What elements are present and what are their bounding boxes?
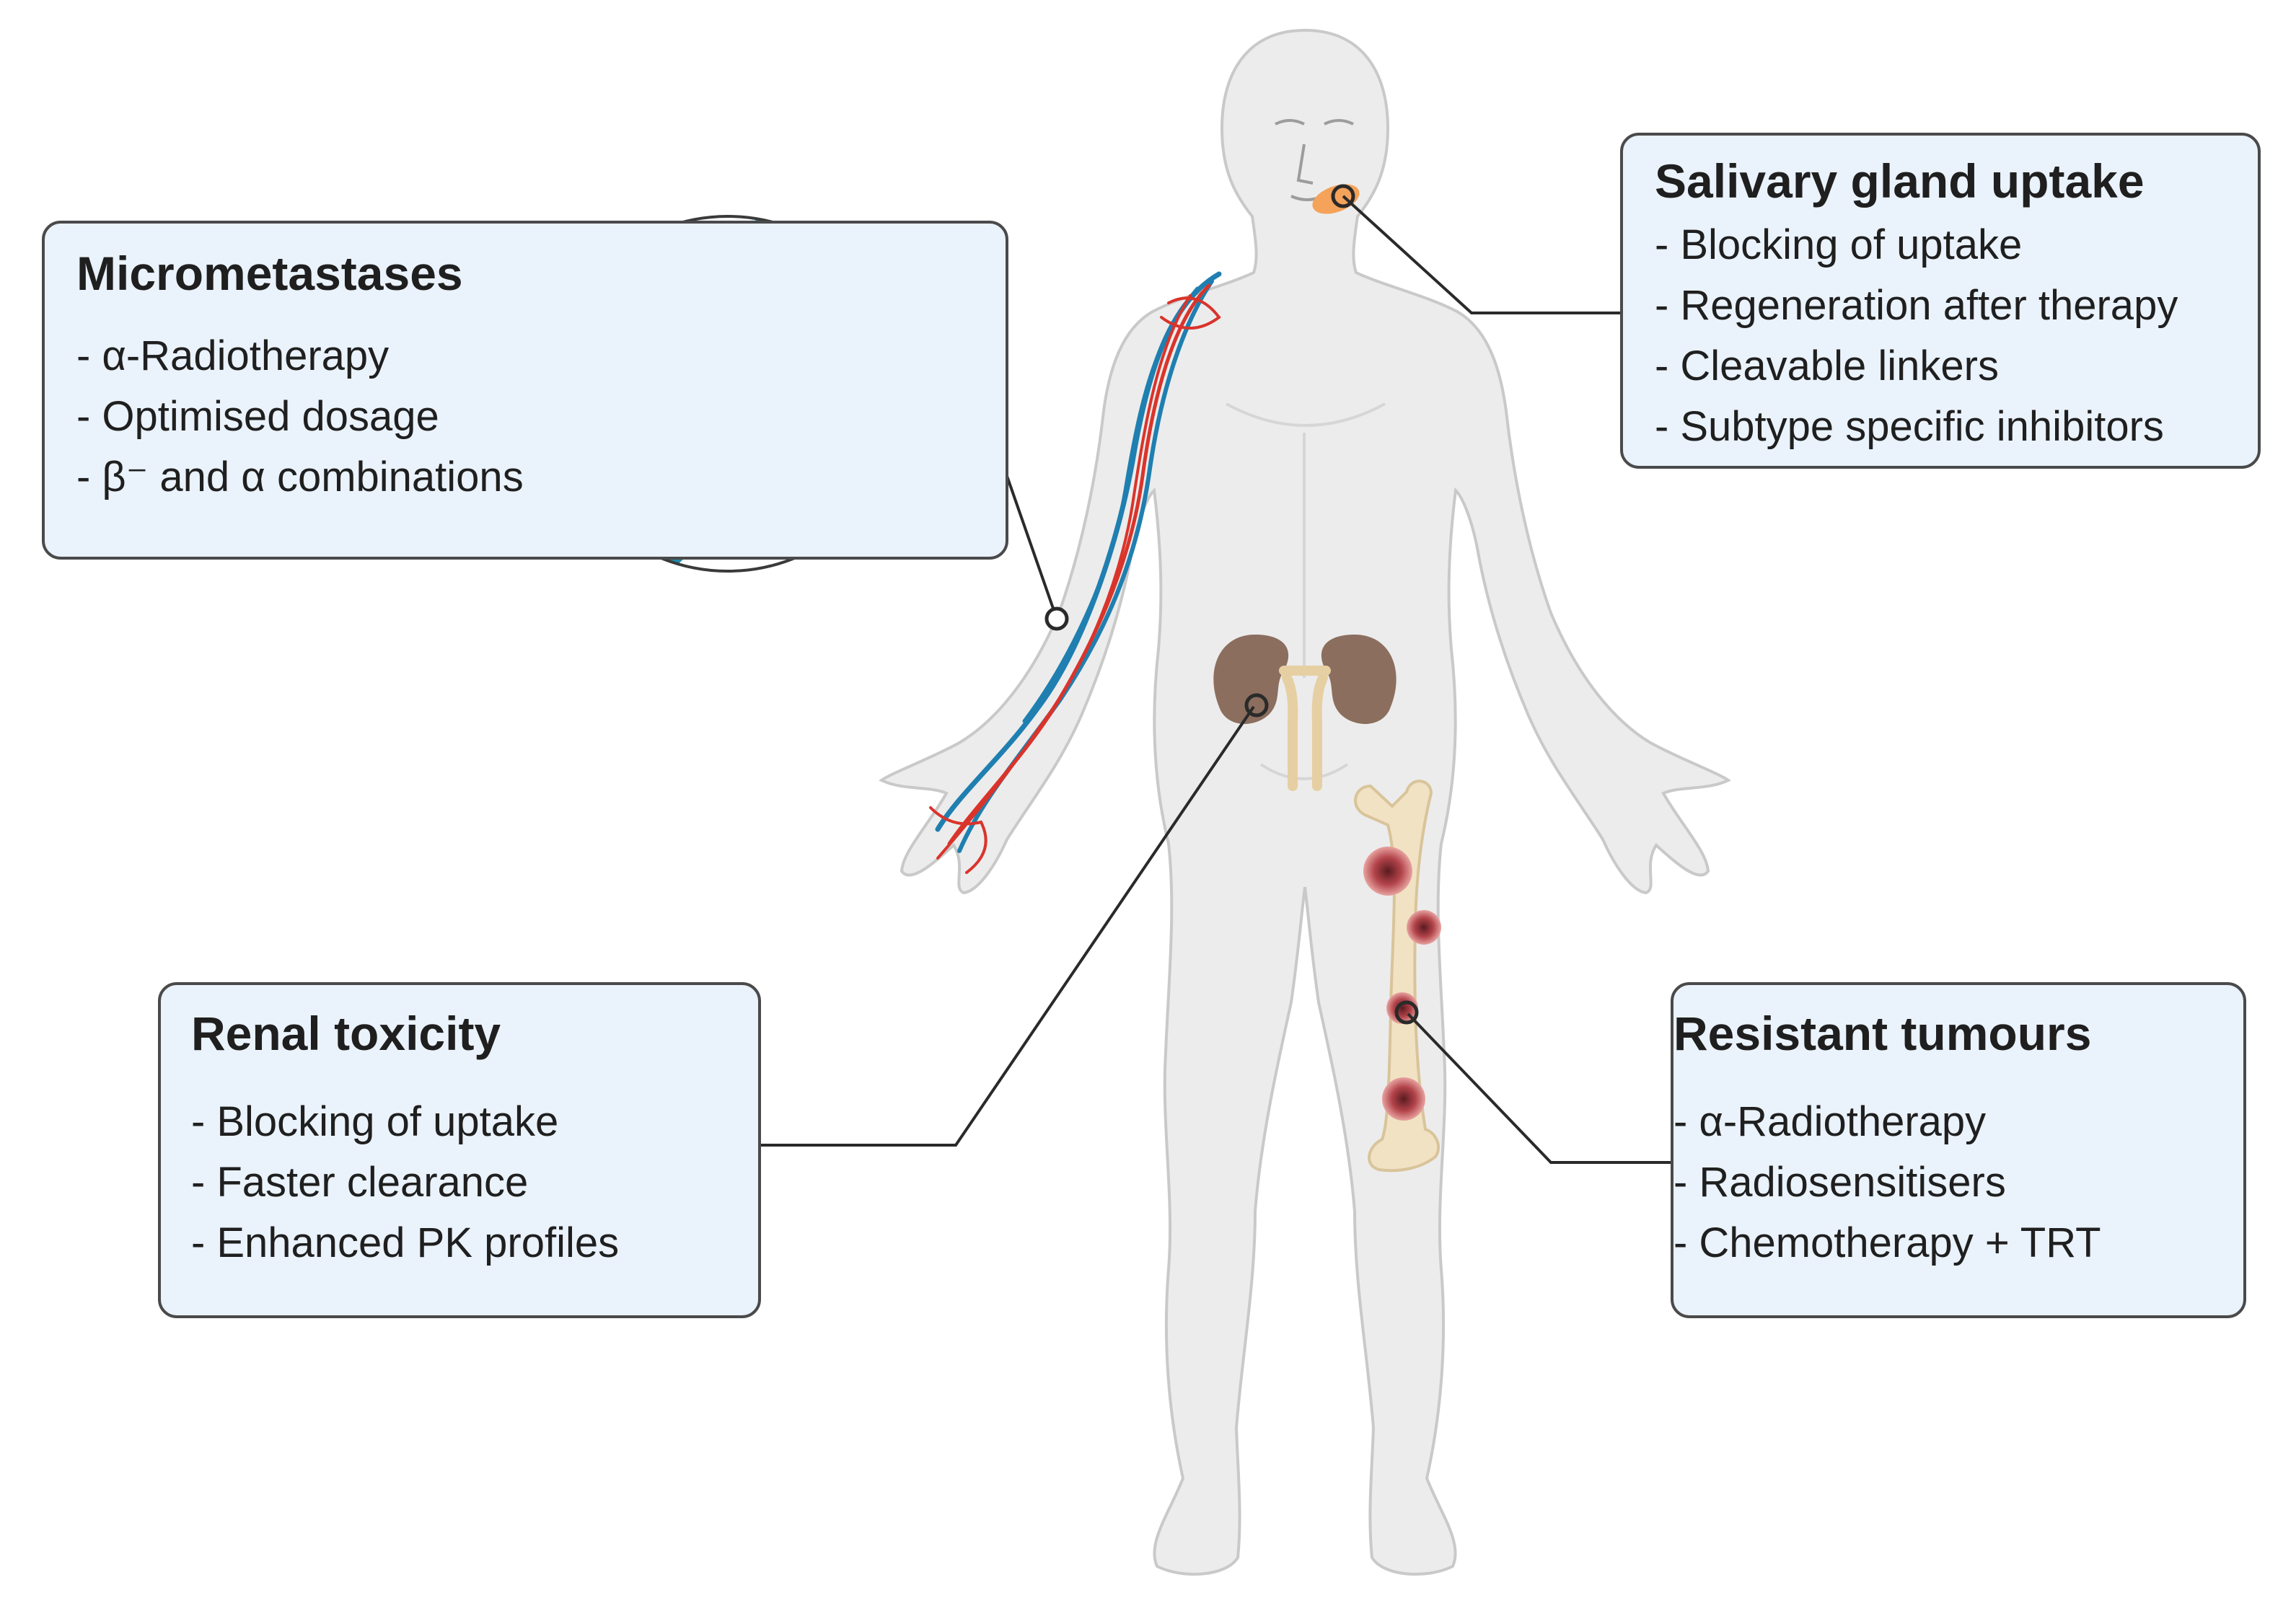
- resistant-tumours-box: Resistant tumours -α-Radiotherapy -Radio…: [1671, 982, 2246, 1318]
- salivary-list: -Blocking of uptake -Regeneration after …: [1655, 215, 2258, 457]
- marker-salivary: [1331, 184, 1355, 208]
- list-item: -Enhanced PK profiles: [191, 1219, 620, 1266]
- vein: [1022, 286, 1200, 723]
- femur: [1354, 780, 1441, 1173]
- kidney-right: [1321, 635, 1396, 724]
- list-item: -α-Radiotherapy: [1673, 1098, 1987, 1145]
- arm-vessels: [929, 271, 1222, 874]
- artery: [936, 294, 1192, 860]
- list-item: -Subtype specific inhibitors: [1655, 403, 2164, 450]
- list-item: -Radiosensitisers: [1673, 1159, 2006, 1206]
- resistant-list: -α-Radiotherapy -Radiosensitisers -Chemo…: [1673, 1092, 2243, 1273]
- list-item: -Faster clearance: [191, 1159, 529, 1206]
- face-features: [1275, 119, 1354, 201]
- connector-renal: [761, 705, 1255, 1147]
- micrometastases-title: Micrometastases: [76, 247, 463, 300]
- list-item: -Blocking of uptake: [191, 1098, 559, 1145]
- torso-lines: [1226, 402, 1386, 780]
- list-item: -Regeneration after therapy: [1655, 282, 2178, 329]
- marker-kidney: [1244, 693, 1269, 718]
- kidney-left: [1213, 635, 1289, 724]
- artery: [929, 806, 988, 874]
- list-item: -Optimised dosage: [76, 393, 439, 440]
- tumour: [1363, 847, 1412, 896]
- marker-bone: [1394, 1000, 1419, 1025]
- ureters: [1279, 666, 1331, 791]
- list-item: -Chemotherapy + TRT: [1673, 1219, 2101, 1266]
- list-item: -β⁻ and α combinations: [76, 454, 524, 500]
- list-item: -Cleavable linkers: [1655, 343, 1999, 389]
- marker-arm: [1044, 606, 1069, 631]
- list-item: -α-Radiotherapy: [76, 332, 390, 379]
- resistant-title: Resistant tumours: [1673, 1007, 2092, 1060]
- renal-list: -Blocking of uptake -Faster clearance -E…: [191, 1092, 758, 1273]
- kidneys: [1213, 635, 1396, 791]
- tumour: [1407, 910, 1441, 945]
- femur-bone: [1354, 780, 1440, 1173]
- salivary-title: Salivary gland uptake: [1655, 154, 2145, 208]
- connector-salivary: [1342, 195, 1620, 314]
- tumour: [1382, 1077, 1425, 1121]
- list-item: -Blocking of uptake: [1655, 221, 2023, 268]
- renal-toxicity-box: Renal toxicity -Blocking of uptake -Fast…: [158, 982, 761, 1318]
- artery: [1160, 296, 1221, 330]
- human-body: [879, 28, 1731, 1576]
- micrometastases-box: Micrometastases -α-Radiotherapy -Optimis…: [42, 221, 1008, 560]
- connector-resistant: [1407, 1012, 1671, 1164]
- salivary-gland-box: Salivary gland uptake -Blocking of uptak…: [1620, 133, 2261, 469]
- micrometastases-list: -α-Radiotherapy -Optimised dosage -β⁻ an…: [76, 326, 1006, 508]
- body-silhouette: [879, 28, 1731, 1576]
- renal-title: Renal toxicity: [191, 1007, 501, 1060]
